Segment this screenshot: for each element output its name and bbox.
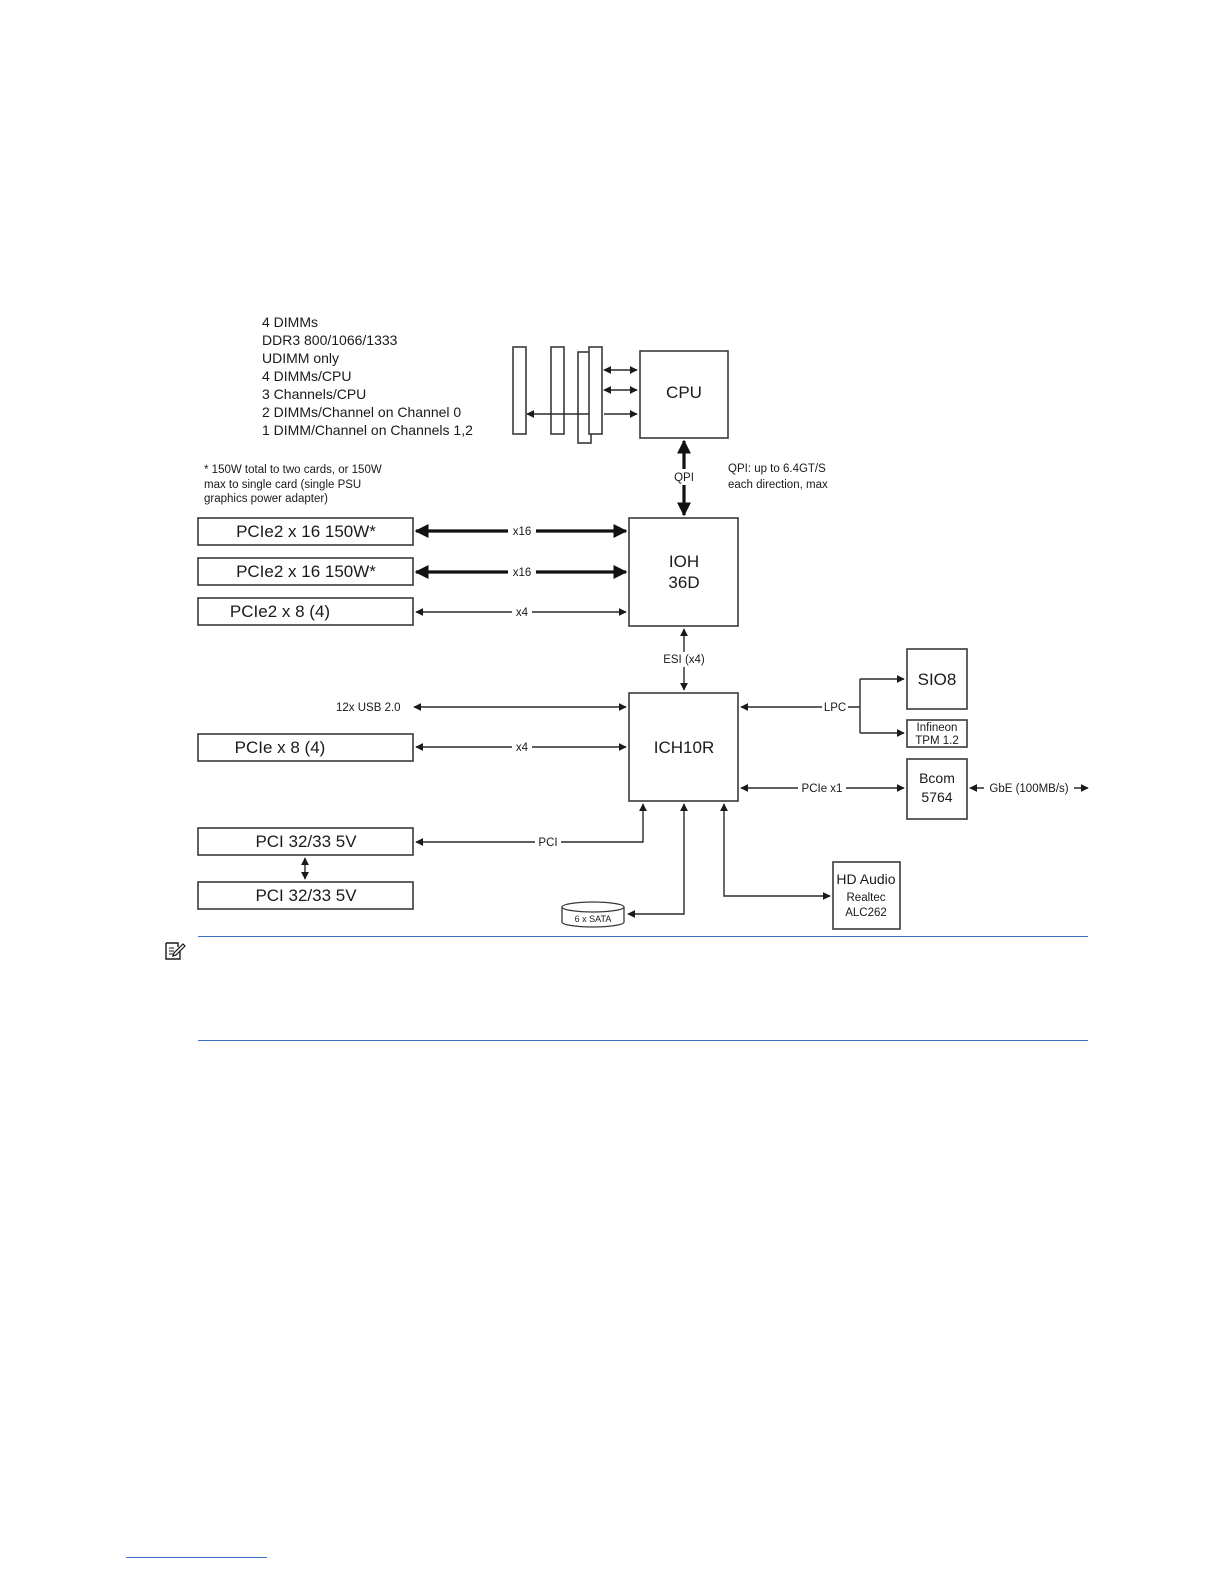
pci-slot-label: PCI 32/33 5V (255, 886, 357, 905)
power-note: graphics power adapter) (204, 493, 328, 505)
ioh-block (628, 517, 739, 627)
sio8-label: SIO8 (918, 670, 957, 689)
dimm-slot-4 (588, 346, 603, 435)
ioh-label: 36D (668, 573, 699, 592)
x4-label: x4 (516, 607, 529, 619)
pcie-x8-slot (197, 733, 414, 762)
footnote-rule (126, 1557, 267, 1558)
esi-label: ESI (x4) (663, 654, 705, 666)
pci-slot (197, 827, 414, 856)
pcie2-x8-label: PCIe2 x 8 (4) (230, 602, 330, 621)
pcie2-x16-slot (197, 557, 414, 586)
dimm-notes: 4 DIMMs DDR3 800/1066/1333 UDIMM only 4 … (262, 314, 473, 438)
gbe-label: GbE (100MB/s) (989, 783, 1068, 795)
sio8-block (906, 648, 968, 710)
dimm-note: 2 DIMMs/Channel on Channel 0 (262, 404, 461, 420)
pcie-x1-label: PCIe x1 (802, 783, 843, 795)
pci-slot (197, 881, 414, 910)
dimm-note: 1 DIMM/Channel on Channels 1,2 (262, 422, 473, 438)
pci-slot-label: PCI 32/33 5V (255, 832, 357, 851)
x16-label: x16 (513, 526, 532, 538)
dimm-slot-2 (550, 346, 565, 435)
dimm-note: 4 DIMMs/CPU (262, 368, 351, 384)
sata-label: 6 x SATA (575, 914, 612, 924)
dimm-note: UDIMM only (262, 350, 339, 366)
x16-label: x16 (513, 567, 532, 579)
qpi-note: QPI: up to 6.4GT/S (728, 463, 826, 475)
bcom-label: Bcom (919, 770, 955, 786)
pci-link (415, 803, 647, 846)
pcie2-x16-label: PCIe2 x 16 150W* (236, 562, 376, 581)
usb-label: 12x USB 2.0 (336, 702, 401, 714)
note-icon (165, 942, 186, 960)
power-note: * 150W total to two cards, or 150W (204, 464, 382, 476)
dimm-note: 4 DIMMs (262, 314, 318, 330)
x4-label: x4 (516, 742, 529, 754)
qpi-note: each direction, max (728, 479, 828, 491)
tpm-block (906, 719, 968, 748)
note-top-rule (198, 936, 1088, 937)
ich10r-block (628, 692, 739, 802)
bcom-label: 5764 (921, 789, 952, 805)
pcie2-x16-slot (197, 517, 414, 546)
pcie-x8-label: PCIe x 8 (4) (235, 738, 326, 757)
tpm-label: TPM 1.2 (915, 735, 958, 747)
sata-drive-icon (561, 901, 625, 928)
pcie2-x8-slot (197, 597, 414, 626)
power-note: max to single card (single PSU (204, 479, 361, 491)
audio-link (720, 803, 831, 900)
lpc-label: LPC (824, 702, 846, 714)
hd-audio-label: HD Audio (836, 871, 895, 887)
qpi-label: QPI (674, 472, 694, 484)
pci-label: PCI (538, 837, 557, 849)
ioh-label: IOH (669, 552, 699, 571)
sata-link (627, 803, 688, 918)
pcie2-x16-label: PCIe2 x 16 150W* (236, 522, 376, 541)
dimm-modules (512, 346, 603, 444)
dimm-slot-1 (512, 346, 527, 435)
dimm-note: DDR3 800/1066/1333 (262, 332, 398, 348)
cpu-label: CPU (666, 383, 702, 402)
hd-audio-block (832, 861, 901, 930)
cpu-block (639, 350, 729, 439)
bcom-block (906, 758, 968, 820)
note-bottom-rule (198, 1040, 1088, 1041)
dimm-note: 3 Channels/CPU (262, 386, 366, 402)
hd-audio-label: ALC262 (845, 907, 887, 919)
tpm-label: Infineon (917, 722, 958, 734)
ich10r-label: ICH10R (654, 738, 714, 757)
hd-audio-label: Realtec (847, 892, 886, 904)
